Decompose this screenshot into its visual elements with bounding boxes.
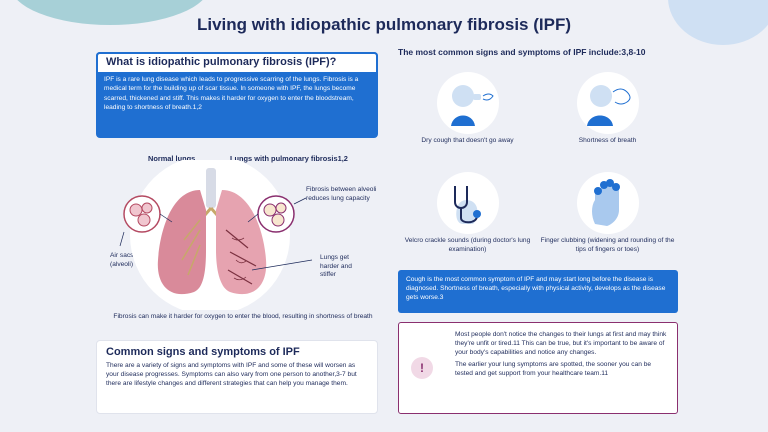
stethoscope-icon (436, 172, 499, 234)
fibrosis-lungs-label: Lungs with pulmonary fibrosis1,2 (230, 154, 348, 163)
lung-diagram-caption: Fibrosis can make it harder for oxygen t… (113, 313, 373, 320)
symptom-finger-clubbing: Finger clubbing (widening and rounding o… (540, 172, 675, 254)
exclamation-icon: ! (411, 357, 433, 379)
symptom-label-breath: Shortness of breath (578, 137, 637, 144)
symptom-label-velcro: Velcro crackle sounds (during doctor's l… (404, 237, 531, 253)
symptom-velcro-crackles: Velcro crackle sounds (during doctor's l… (400, 172, 535, 254)
common-signs-text: There are a variety of signs and symptom… (106, 362, 357, 387)
symptom-shortness-of-breath: Shortness of breath (540, 72, 675, 146)
lung-diagram (119, 160, 313, 310)
common-signs-heading: Common signs and symptoms of IPF (106, 346, 300, 358)
common-signs-box: Common signs and symptoms of IPF There a… (96, 340, 378, 414)
symptom-label-cough: Dry cough that doesn't go away (421, 137, 514, 144)
cough-icon (436, 72, 499, 134)
awareness-note-paragraph-2: The earlier your lung symptoms are spott… (455, 361, 652, 378)
breath-icon (576, 72, 639, 134)
page-title: Living with idiopathic pulmonary fibrosi… (196, 15, 571, 34)
symptom-dry-cough: Dry cough that doesn't go away (400, 72, 535, 146)
lungs-harder-label: Lungs get harder and stiffer (320, 254, 352, 279)
symptom-label-clubbing: Finger clubbing (widening and rounding o… (540, 237, 675, 253)
normal-lungs-label: Normal lungs (148, 154, 196, 163)
awareness-note-box: ! Most people don't notice the changes t… (398, 322, 678, 414)
ipf-definition-text: IPF is a rare lung disease which leads t… (104, 76, 359, 111)
ipf-definition-heading: What is idiopathic pulmonary fibrosis (I… (96, 52, 378, 72)
air-sacs-label: Air sacs (alveoli) (110, 252, 134, 268)
hand-icon (576, 172, 639, 234)
fibrosis-between-label: Fibrosis between alveoli reduces lung ca… (306, 186, 377, 202)
symptoms-heading: The most common signs and symptoms of IP… (398, 47, 646, 57)
awareness-note-text: Most people don't notice the changes to … (455, 331, 667, 383)
ipf-definition-box: What is idiopathic pulmonary fibrosis (I… (96, 52, 378, 138)
awareness-note-paragraph-1: Most people don't notice the changes to … (455, 331, 667, 356)
cough-note-box: Cough is the most common symptom of IPF … (398, 270, 678, 313)
